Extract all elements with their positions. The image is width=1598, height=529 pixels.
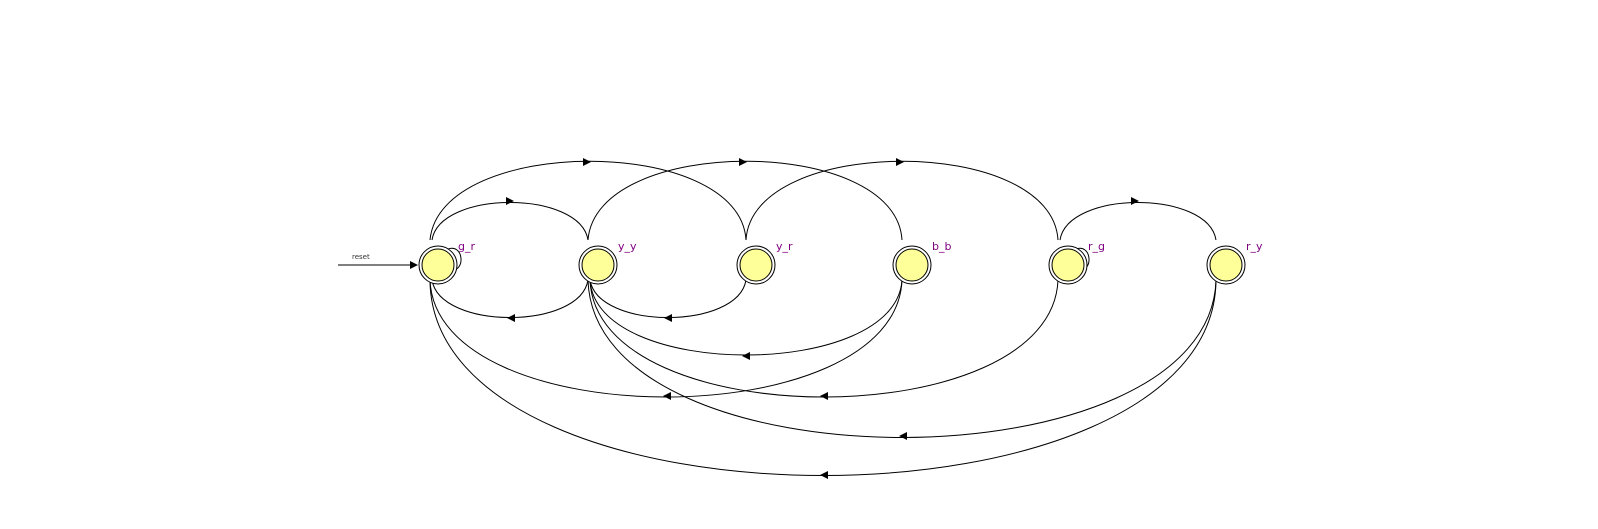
edge-g_r-to-y_y bbox=[431, 202, 589, 241]
edge-arrow-b_b-to-g_r bbox=[663, 392, 671, 400]
edge-r_g-to-r_y bbox=[1059, 202, 1217, 241]
state-r_y[interactable]: r_y bbox=[1206, 240, 1263, 285]
state-r_g-label: r_g bbox=[1088, 240, 1105, 253]
edge-arrow-g_r-to-y_y bbox=[506, 197, 514, 205]
edge-y_r-to-y_y bbox=[589, 279, 747, 318]
state-r_g-inner-circle bbox=[1051, 248, 1085, 282]
edge-arrow-r_g-to-r_y bbox=[1131, 197, 1139, 205]
reset-arrow-head bbox=[410, 261, 418, 269]
transitions bbox=[338, 158, 1217, 479]
edge-r_g-to-y_y bbox=[589, 279, 1059, 398]
reset-label: reset bbox=[352, 253, 370, 261]
edge-arrow-r_y-to-y_y bbox=[899, 432, 907, 440]
edge-arrow-y_y-to-g_r bbox=[507, 314, 515, 322]
edge-arrow-y_y-to-b_b bbox=[739, 158, 747, 166]
state-y_y[interactable]: y_y bbox=[578, 240, 637, 285]
edge-g_r-to-y_r bbox=[429, 160, 747, 241]
state-g_r-label: g_r bbox=[458, 240, 475, 253]
edge-y_y-to-b_b bbox=[587, 160, 903, 241]
state-g_r-inner-circle bbox=[421, 248, 455, 282]
edge-r_y-to-g_r bbox=[429, 281, 1217, 476]
state-y_r[interactable]: y_r bbox=[736, 240, 793, 285]
state-r_y-label: r_y bbox=[1246, 240, 1263, 253]
state-y_y-inner-circle bbox=[581, 248, 615, 282]
state-b_b-inner-circle bbox=[895, 248, 929, 282]
edge-arrow-y_r-to-r_g bbox=[896, 158, 904, 166]
edge-b_b-to-g_r bbox=[429, 279, 903, 398]
state-r_g[interactable]: r_g bbox=[1048, 240, 1105, 285]
state-g_r[interactable]: g_r bbox=[418, 240, 475, 285]
state-y_y-label: y_y bbox=[618, 240, 637, 253]
edge-y_r-to-r_g bbox=[745, 160, 1059, 241]
state-y_r-inner-circle bbox=[739, 248, 773, 282]
state-r_y-inner-circle bbox=[1209, 248, 1243, 282]
edge-y_y-to-g_r bbox=[431, 279, 589, 318]
edge-b_b-to-y_y bbox=[589, 279, 903, 356]
edge-arrow-b_b-to-y_y bbox=[742, 352, 750, 360]
edge-arrow-r_g-to-y_y bbox=[820, 392, 828, 400]
edge-arrow-g_r-to-y_r bbox=[583, 158, 591, 166]
state-b_b[interactable]: b_b bbox=[892, 240, 951, 285]
edge-arrow-r_y-to-g_r bbox=[820, 471, 828, 479]
edge-arrow-y_r-to-y_y bbox=[664, 314, 672, 322]
state-y_r-label: y_r bbox=[776, 240, 793, 253]
edge-r_y-to-y_y bbox=[587, 279, 1217, 438]
state-b_b-label: b_b bbox=[932, 240, 951, 253]
